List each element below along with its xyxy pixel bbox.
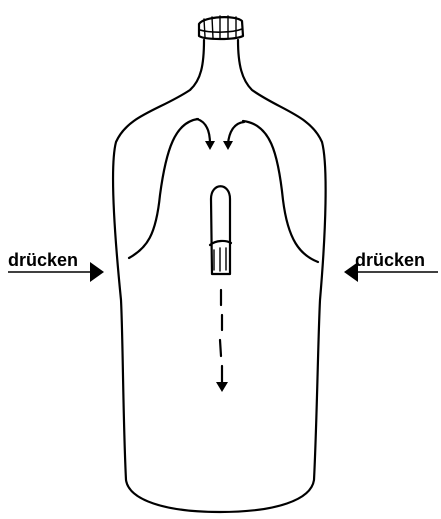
arrowhead-curved-right <box>223 141 233 150</box>
bottle-cap <box>199 16 243 39</box>
arrowhead-sink <box>216 382 228 392</box>
curved-arrow-left <box>197 119 210 144</box>
diver-tube <box>210 186 231 274</box>
label-press-left: drücken <box>8 250 78 270</box>
water-line-left <box>129 119 198 258</box>
curved-arrow-right <box>228 122 244 144</box>
arrowhead-curved-left <box>205 141 215 150</box>
sink-path-dashed <box>220 290 222 384</box>
bottle-outline <box>113 40 326 512</box>
water-line-right <box>243 121 318 262</box>
label-press-right: drücken <box>355 250 425 270</box>
